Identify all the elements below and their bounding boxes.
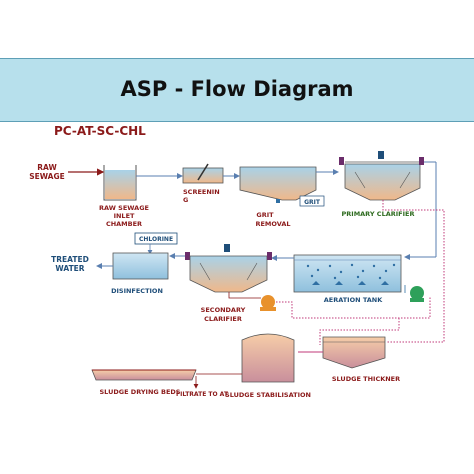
primary-drive xyxy=(378,151,384,159)
raw-sewage-label-1: RAW xyxy=(37,163,57,172)
aeration-bubbles xyxy=(306,263,396,280)
blower-icon xyxy=(410,286,424,300)
aeration-tank-label: AERATION TANK xyxy=(324,296,383,304)
sludge-drying-beds xyxy=(91,369,197,381)
chlorine-label: CHLORINE xyxy=(139,236,173,243)
process-code: PC-AT-SC-CHL xyxy=(54,124,146,138)
primary-sludge-line xyxy=(382,200,445,343)
grit-label-1: GRIT xyxy=(256,211,274,219)
filtrate-label: FILTRATE TO AT xyxy=(176,391,229,398)
secondary-sludge-line xyxy=(319,318,400,345)
primary-clarifier-label: PRIMARY CLARIFIER xyxy=(342,210,415,218)
screening-label-2: G xyxy=(183,196,188,204)
disinfection-tank xyxy=(112,252,169,280)
inlet-label-3: CHAMBER xyxy=(106,220,142,228)
treated-water-label-2: WATER xyxy=(55,264,84,273)
pump-icon xyxy=(261,295,275,309)
inlet-chamber xyxy=(103,165,137,201)
screening-label-1: SCREENIN xyxy=(183,188,220,196)
diffusers xyxy=(312,281,389,285)
grit-tag-box xyxy=(299,195,325,207)
grit-tag: GRIT xyxy=(304,199,321,206)
primary-scraper-1 xyxy=(354,171,366,189)
treated-water-label-1: TREATED xyxy=(51,255,89,264)
inlet-label-1: RAW SEWAGE xyxy=(99,204,149,212)
inlet-chamber-fill xyxy=(105,170,135,199)
secondary-scraper-1 xyxy=(199,262,211,281)
secondary-outlet-block xyxy=(267,252,272,260)
ras-return-line xyxy=(276,296,431,319)
secondary-scraper-2 xyxy=(246,262,258,281)
sludge-stabilisation-tank xyxy=(241,333,295,383)
sludge-thickner-tank xyxy=(322,336,386,369)
blower-base xyxy=(410,298,424,302)
grit-label-2: REMOVAL xyxy=(255,220,290,228)
primary-clarifier-tank xyxy=(344,163,421,201)
pump-base xyxy=(260,307,276,311)
primary-outlet-block xyxy=(419,157,424,165)
secondary-label-2: CLARIFIER xyxy=(204,315,242,323)
sludge-drying-label: SLUDGE DRYING BEDS xyxy=(100,388,181,396)
sludge-stabilisation-label: SLUDGE STABILISATION xyxy=(225,391,311,399)
inlet-label-2: INLET xyxy=(114,212,135,220)
ras-sludge-line xyxy=(228,292,261,299)
page-title: ASP - Flow Diagram xyxy=(120,77,354,101)
primary-inlet-block xyxy=(339,157,344,165)
secondary-inlet-block xyxy=(185,252,190,260)
title-banner xyxy=(0,58,474,122)
sludge-thickner-label: SLUDGE THICKNER xyxy=(332,375,400,383)
grit-chamber xyxy=(239,166,317,201)
secondary-label-1: SECONDARY xyxy=(201,306,246,314)
chlorine-box xyxy=(134,232,178,245)
secondary-clarifier-tank xyxy=(189,255,268,293)
raw-sewage-label-2: SEWAGE xyxy=(29,172,65,181)
grit-outlet-valve xyxy=(276,199,280,203)
secondary-drive xyxy=(224,244,230,252)
aeration-tank xyxy=(293,254,402,293)
primary-scraper-2 xyxy=(399,171,411,189)
screen-bar xyxy=(197,163,209,181)
disinfection-label: DISINFECTION xyxy=(111,287,163,295)
screening-tank xyxy=(182,167,224,184)
